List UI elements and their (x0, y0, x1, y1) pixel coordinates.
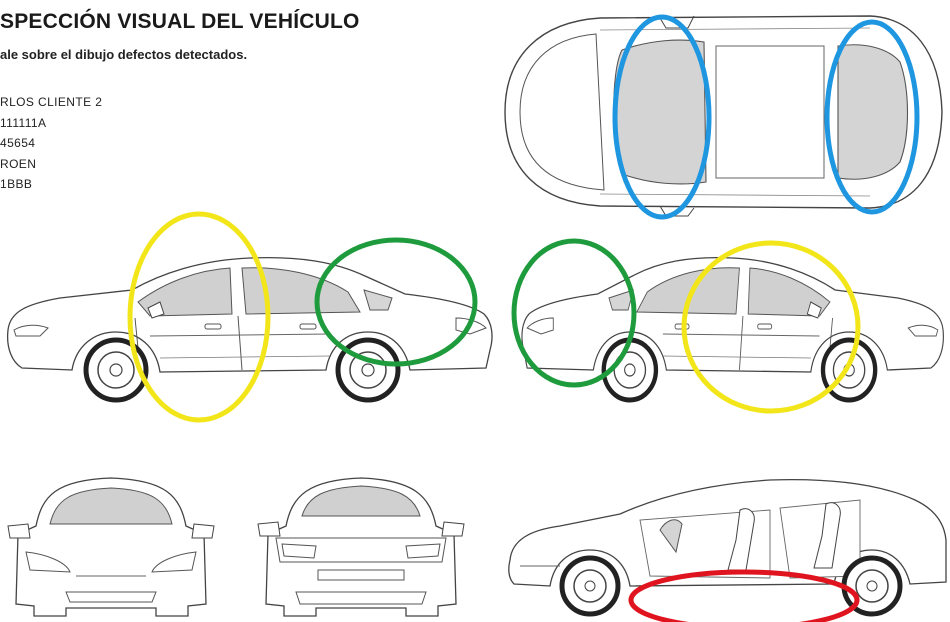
marking-yellow-right (681, 240, 861, 414)
car-left-side-view (8, 258, 492, 400)
marking-green-left (314, 237, 478, 367)
client-name: RLOS CLIENTE 2 (0, 95, 103, 109)
car-right-side-view (522, 258, 943, 400)
vehicle-info: RLOS CLIENTE 2 111111A 45654 ROEN 1BBB (0, 92, 102, 195)
car-interior-view (509, 480, 946, 614)
damage-markings (127, 14, 920, 622)
instructions-text: ale sobre el dibujo defectos detectados. (0, 47, 248, 62)
client-id: 111111A (0, 115, 47, 130)
marking-blue-front (612, 14, 712, 220)
vehicle-number: 45654 (0, 136, 36, 150)
marking-yellow-left (127, 211, 271, 423)
vehicle-brand: ROEN (0, 156, 37, 171)
marking-blue-rear (824, 19, 920, 215)
marking-red-bottom (628, 569, 860, 622)
car-front-view (7, 477, 215, 617)
marking-green-right (511, 238, 637, 388)
car-top-view (505, 16, 942, 216)
page-title: SPECCIÓN VISUAL DEL VEHÍCULO (0, 10, 360, 33)
car-rear-view (257, 477, 465, 617)
vehicle-plate: 1BBB (0, 177, 33, 191)
